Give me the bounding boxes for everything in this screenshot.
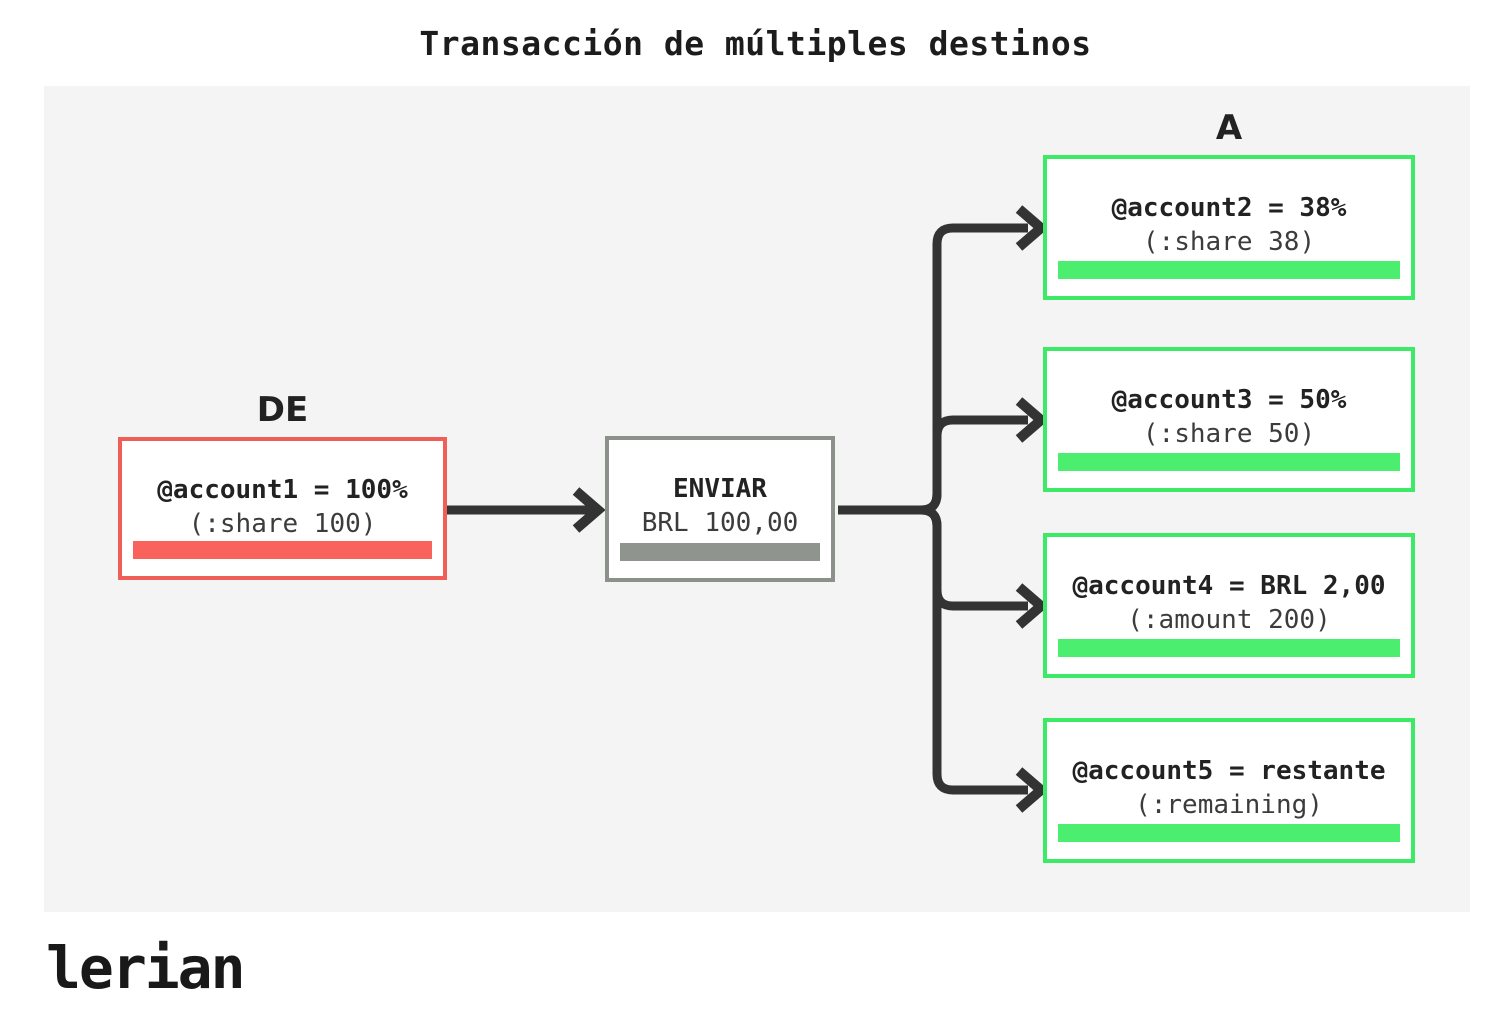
- destination-account-node: @account5 = restante (:remaining): [1043, 718, 1415, 863]
- lerian-logo: lerian: [46, 934, 246, 1002]
- node-title: @account4 = BRL 2,00: [1072, 571, 1386, 601]
- destination-share-bar: [1058, 824, 1400, 842]
- node-subtitle: (:share 50): [1142, 419, 1316, 449]
- node-subtitle: (:amount 200): [1127, 605, 1331, 635]
- node-title: @account1 = 100%: [157, 475, 408, 505]
- destination-account-node: @account3 = 50% (:share 50): [1043, 347, 1415, 492]
- node-title: @account3 = 50%: [1111, 385, 1347, 415]
- source-group-label: DE: [256, 390, 309, 430]
- node-subtitle: (:share 100): [188, 509, 377, 539]
- destination-share-bar: [1058, 453, 1400, 471]
- node-title: ENVIAR: [673, 474, 767, 504]
- node-title: @account5 = restante: [1072, 756, 1386, 786]
- node-subtitle: (:share 38): [1142, 227, 1316, 257]
- source-share-bar: [133, 541, 432, 559]
- node-title: @account2 = 38%: [1111, 193, 1347, 223]
- destinations-group-label: A: [1215, 108, 1243, 148]
- destination-share-bar: [1058, 261, 1400, 279]
- destination-share-bar: [1058, 639, 1400, 657]
- node-subtitle: BRL 100,00: [641, 508, 799, 538]
- destination-account-node: @account2 = 38% (:share 38): [1043, 155, 1415, 300]
- node-subtitle: (:remaining): [1135, 790, 1323, 820]
- source-account-node: @account1 = 100% (:share 100): [118, 437, 447, 580]
- diagram-title: Transacción de múltiples destinos: [419, 24, 1092, 63]
- send-operation-node: ENVIAR BRL 100,00: [605, 436, 835, 582]
- operation-amount-bar: [620, 543, 820, 561]
- destination-account-node: @account4 = BRL 2,00 (:amount 200): [1043, 533, 1415, 678]
